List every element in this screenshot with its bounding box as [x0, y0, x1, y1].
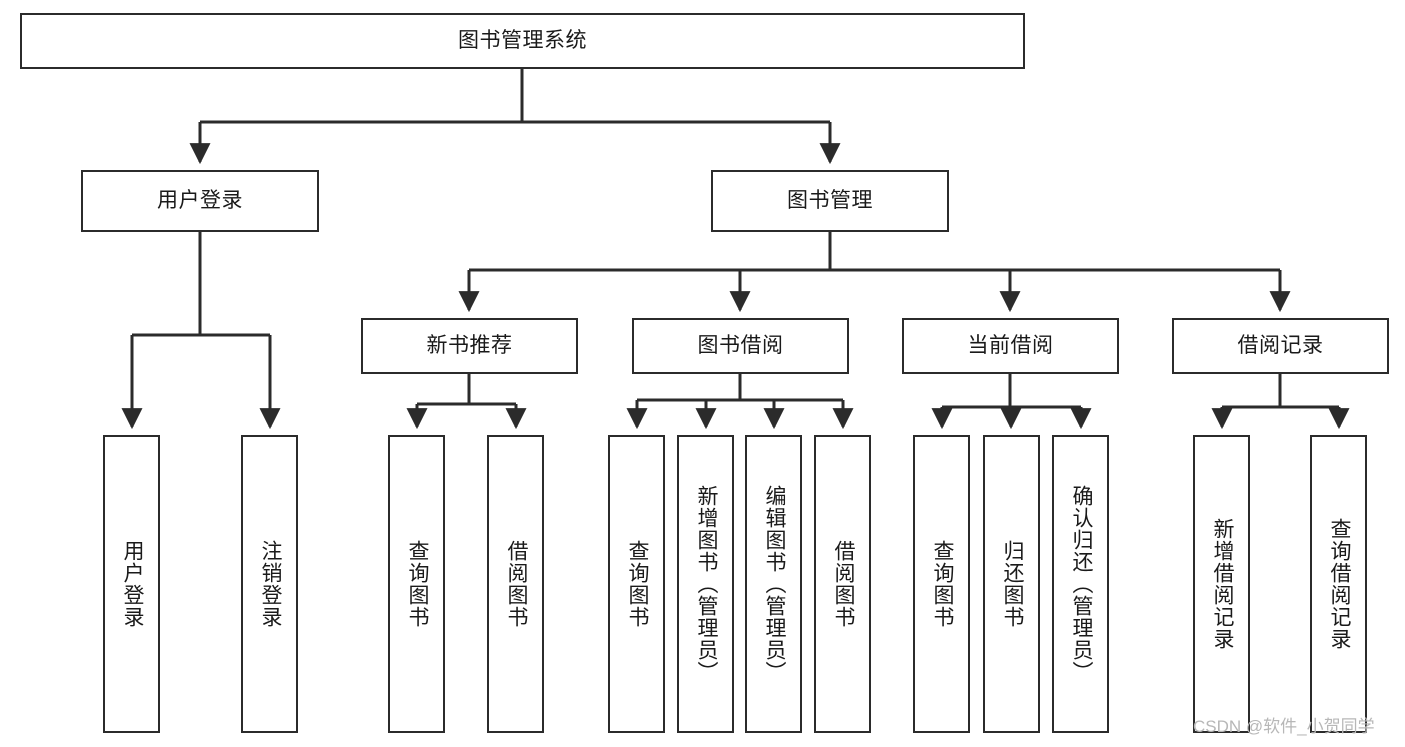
node-borrow-record-label: 借阅记录: [1237, 334, 1324, 358]
node-leaf-edit-book-admin[interactable]: 编辑图书（管理员）: [745, 435, 802, 733]
node-leaf-query-book-borrow[interactable]: 查询图书: [608, 435, 665, 733]
node-leaf-return-book[interactable]: 归还图书: [983, 435, 1040, 733]
node-leaf-query-borrow-record-label: 查询借阅记录: [1327, 518, 1351, 650]
node-leaf-query-book-recommend[interactable]: 查询图书: [388, 435, 445, 733]
node-leaf-confirm-return-admin[interactable]: 确认归还（管理员）: [1052, 435, 1109, 733]
node-leaf-add-borrow-record-label: 新增借阅记录: [1210, 518, 1234, 650]
node-leaf-query-book-borrow-label: 查询图书: [625, 540, 649, 628]
node-leaf-confirm-return-admin-label: 确认归还（管理员）: [1069, 485, 1093, 683]
node-leaf-add-borrow-record[interactable]: 新增借阅记录: [1193, 435, 1250, 733]
node-book-manage[interactable]: 图书管理: [711, 170, 949, 232]
node-leaf-borrow-book-borrow-label: 借阅图书: [831, 540, 855, 628]
node-leaf-borrow-book-recommend[interactable]: 借阅图书: [487, 435, 544, 733]
node-leaf-user-login-label: 用户登录: [120, 540, 144, 628]
node-leaf-user-logout[interactable]: 注销登录: [241, 435, 298, 733]
node-borrow-record[interactable]: 借阅记录: [1172, 318, 1389, 374]
node-leaf-query-book-current-label: 查询图书: [930, 540, 954, 628]
node-root-label: 图书管理系统: [458, 29, 587, 53]
node-current-borrow[interactable]: 当前借阅: [902, 318, 1119, 374]
node-leaf-query-book-current[interactable]: 查询图书: [913, 435, 970, 733]
csdn-watermark: CSDN @软件_小贺同学: [1193, 717, 1375, 736]
node-new-book-recommend-label: 新书推荐: [426, 334, 513, 358]
node-leaf-query-book-recommend-label: 查询图书: [405, 540, 429, 628]
node-user-login[interactable]: 用户登录: [81, 170, 319, 232]
node-leaf-query-borrow-record[interactable]: 查询借阅记录: [1310, 435, 1367, 733]
node-leaf-return-book-label: 归还图书: [1000, 540, 1024, 628]
node-book-borrow[interactable]: 图书借阅: [632, 318, 849, 374]
node-leaf-borrow-book-recommend-label: 借阅图书: [504, 540, 528, 628]
node-leaf-borrow-book-borrow[interactable]: 借阅图书: [814, 435, 871, 733]
node-current-borrow-label: 当前借阅: [967, 334, 1054, 358]
node-book-manage-label: 图书管理: [787, 189, 873, 213]
node-new-book-recommend[interactable]: 新书推荐: [361, 318, 578, 374]
node-leaf-user-logout-label: 注销登录: [258, 540, 282, 628]
node-user-login-label: 用户登录: [157, 189, 243, 213]
node-leaf-add-book-admin-label: 新增图书（管理员）: [694, 485, 718, 683]
node-leaf-add-book-admin[interactable]: 新增图书（管理员）: [677, 435, 734, 733]
node-root[interactable]: 图书管理系统: [20, 13, 1025, 69]
node-leaf-user-login[interactable]: 用户登录: [103, 435, 160, 733]
node-book-borrow-label: 图书借阅: [697, 334, 784, 358]
node-leaf-edit-book-admin-label: 编辑图书（管理员）: [762, 485, 786, 683]
